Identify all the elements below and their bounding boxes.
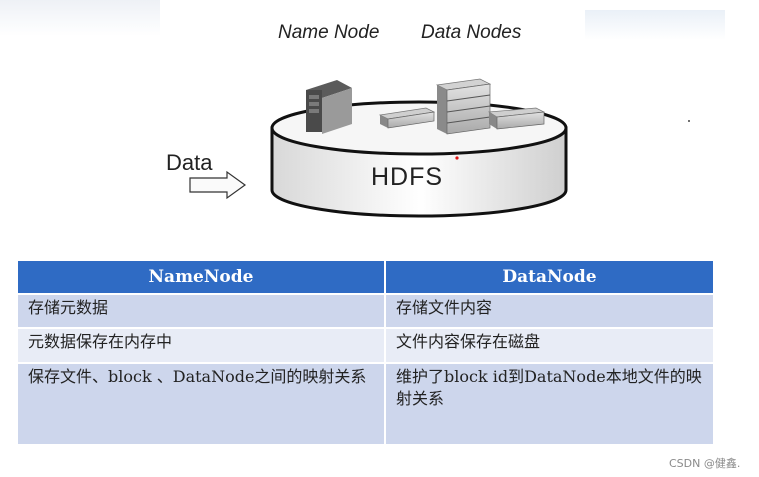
data-arrow-icon	[189, 170, 247, 200]
data-input-label: Data	[166, 150, 213, 175]
name-node-label: Name Node	[278, 22, 380, 43]
table-cell: 文件内容保存在磁盘	[385, 327, 713, 363]
table-cell: 存储文件内容	[385, 293, 713, 328]
watermark: CSDN @健鑫.	[669, 457, 741, 470]
hdfs-diagram	[189, 78, 690, 218]
data-nodes-label: Data Nodes	[421, 22, 522, 43]
table-row: 存储元数据 存储文件内容	[18, 293, 713, 328]
table-row: 元数据保存在内存中 文件内容保存在磁盘	[18, 327, 713, 363]
background-fade-left	[0, 0, 160, 36]
header-datanode: DataNode	[385, 261, 713, 294]
namenode-server-icon	[306, 80, 352, 134]
table-cell: 存储元数据	[18, 293, 386, 328]
table-header-row: NameNode DataNode	[18, 261, 713, 294]
header-namenode: NameNode	[18, 261, 386, 294]
datanode-server-left-icon	[378, 107, 436, 129]
background-fade-right	[585, 10, 725, 40]
table-cell: 维护了block id到DataNode本地文件的映射关系	[385, 362, 713, 444]
datanode-server-right-icon	[487, 107, 546, 130]
table-cell: 元数据保存在内存中	[18, 327, 386, 363]
hdfs-label: HDFS	[371, 163, 444, 191]
datanode-server-stack-icon	[435, 78, 492, 135]
red-dot-mark	[455, 156, 459, 160]
table-row: 保存文件、block 、DataNode之间的映射关系 维护了block id到…	[18, 362, 713, 444]
table-cell: 保存文件、block 、DataNode之间的映射关系	[18, 362, 386, 444]
comparison-table: NameNode DataNode 存储元数据 存储文件内容 元数据保存在内存中…	[18, 261, 713, 444]
dot-mark	[688, 120, 690, 122]
